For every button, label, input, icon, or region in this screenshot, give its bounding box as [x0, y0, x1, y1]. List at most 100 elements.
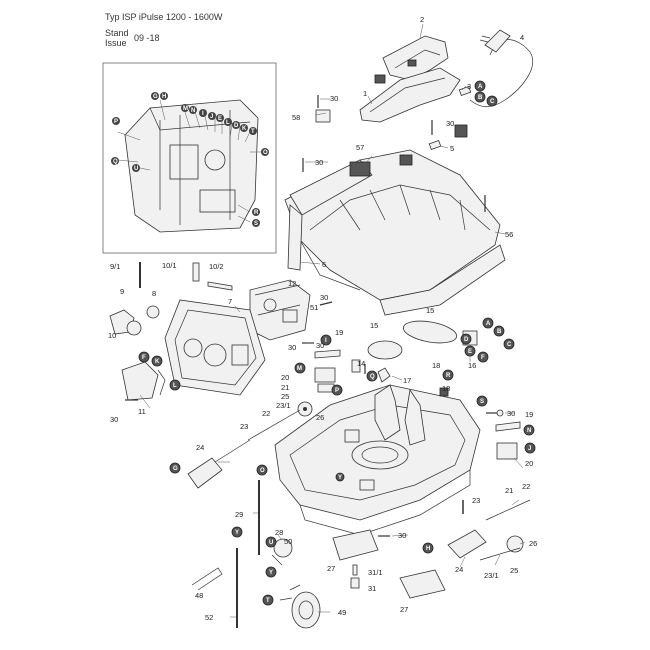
badge-K-inset: K — [240, 124, 248, 132]
badge-A-mid: A — [482, 317, 494, 329]
label-2: 2 — [420, 15, 424, 24]
svg-text:S: S — [254, 221, 258, 227]
badge-R-main: R — [442, 369, 454, 381]
badge-M: M — [294, 362, 306, 374]
part-10-knob — [126, 320, 142, 336]
badge-Y-main: Y — [231, 526, 243, 538]
badge-G: G — [169, 462, 181, 474]
svg-text:B: B — [478, 95, 483, 101]
part-19-strip-left — [314, 349, 341, 359]
badge-J: J — [524, 442, 536, 454]
part-49-pump — [279, 584, 321, 629]
issue-label: Issue — [105, 38, 127, 48]
svg-text:K: K — [155, 359, 160, 365]
badge-M-inset: M — [181, 104, 189, 112]
part-24-cartridge-right — [447, 529, 487, 559]
badge-P-main: P — [331, 384, 343, 396]
main-base-housing — [274, 384, 481, 536]
svg-text:U: U — [269, 540, 273, 546]
badge-Q: Q — [366, 370, 378, 382]
label-10: 10 — [108, 331, 116, 340]
badge-Y-lower: Y — [265, 566, 277, 578]
part-6-side-trim — [287, 204, 303, 271]
part-11-switch — [121, 361, 159, 401]
svg-text:M: M — [297, 366, 302, 372]
svg-text:T: T — [266, 598, 270, 604]
part-21-bracket-left — [317, 383, 335, 393]
badge-I-inset: I — [199, 109, 207, 117]
badge-Q-inset: Q — [111, 157, 119, 165]
label-17: 17 — [403, 376, 411, 385]
label-23b: 23 — [472, 496, 480, 505]
part-58-clip — [315, 109, 331, 123]
model-title: Typ ISP iPulse 1200 - 1600W — [105, 12, 223, 22]
label-14: 14 — [357, 359, 365, 368]
part-48-hex-key — [191, 567, 223, 591]
label-4: 4 — [520, 33, 524, 42]
badge-U-inset: U — [132, 164, 140, 172]
label-50: 50 — [284, 537, 292, 546]
badge-A-top: A — [474, 80, 486, 92]
svg-text:H: H — [162, 94, 166, 100]
svg-text:Y: Y — [235, 530, 239, 536]
badge-E: E — [464, 345, 476, 357]
badge-N-inset: N — [189, 106, 197, 114]
svg-text:S: S — [480, 399, 484, 405]
svg-text:F: F — [142, 355, 146, 361]
part-4-power-cable — [469, 29, 533, 108]
label-21b: 21 — [505, 486, 513, 495]
part-24-cartridge-left — [187, 457, 223, 489]
badge-R-inset: R — [252, 208, 260, 216]
badge-U-main: U — [265, 536, 277, 548]
label-28: 28 — [275, 528, 283, 537]
svg-text:Q: Q — [113, 159, 118, 165]
part-7-control-panel — [164, 299, 266, 396]
badge-O-inset: O — [261, 148, 269, 156]
label-6: 6 — [322, 260, 326, 269]
badge-Y-base: Y — [335, 472, 345, 482]
svg-text:L: L — [173, 383, 177, 389]
badge-L-inset: L — [224, 118, 232, 126]
label-23-1b: 23/1 — [484, 571, 499, 580]
part-12-control-board — [249, 279, 311, 341]
label-25b: 25 — [510, 566, 518, 575]
svg-text:I: I — [202, 111, 204, 117]
part-27-block-right — [399, 569, 446, 599]
badge-H-inset: H — [160, 92, 168, 100]
svg-text:G: G — [173, 466, 178, 472]
label-30h: 30 — [398, 531, 406, 540]
label-30e: 30 — [288, 343, 296, 352]
stand-label: Stand — [105, 28, 129, 38]
label-30b: 30 — [446, 119, 454, 128]
svg-text:R: R — [254, 210, 259, 216]
svg-text:E: E — [218, 116, 222, 122]
part-31-1-pin — [352, 564, 358, 576]
svg-text:Y: Y — [269, 570, 273, 576]
letter-badges: A B C A B C D E F F K L I M P Q R S N J … — [111, 80, 536, 606]
label-7: 7 — [228, 297, 232, 306]
label-31: 31 — [368, 584, 376, 593]
part-20-capacitor-right — [496, 442, 518, 460]
svg-text:C: C — [507, 342, 512, 348]
badge-C-mid: C — [503, 338, 515, 350]
svg-text:N: N — [527, 428, 531, 434]
badge-F-right: F — [477, 351, 489, 363]
part-17-part — [377, 367, 391, 383]
label-57: 57 — [356, 143, 364, 152]
label-19a: 19 — [335, 328, 343, 337]
label-19b: 19 — [525, 410, 533, 419]
svg-text:Q: Q — [370, 374, 375, 380]
label-48: 48 — [195, 591, 203, 600]
label-30f: 30 — [110, 415, 118, 424]
svg-text:J: J — [528, 446, 531, 452]
svg-text:N: N — [191, 108, 195, 114]
part-56-upper-housing — [284, 149, 506, 316]
svg-text:M: M — [183, 106, 188, 112]
label-58: 58 — [292, 113, 300, 122]
label-10-1: 10/1 — [162, 261, 177, 270]
label-30d: 30 — [320, 293, 328, 302]
badge-B-mid: B — [493, 325, 505, 337]
part-15-gasket-left — [367, 340, 403, 360]
part-20-capacitor-left — [314, 367, 336, 383]
label-9: 9 — [120, 287, 124, 296]
